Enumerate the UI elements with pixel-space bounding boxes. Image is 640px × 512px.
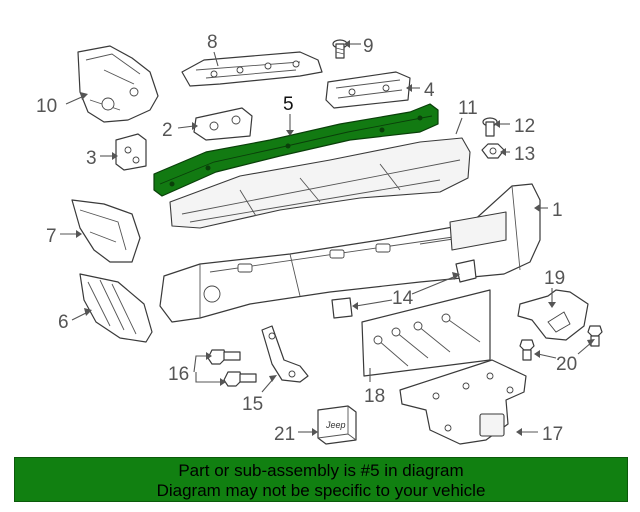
part-21-hitch-plug[interactable]: Jeep: [317, 405, 357, 445]
callout-9: 9: [363, 36, 374, 57]
part-12-bolt[interactable]: [482, 117, 498, 137]
callout-1: 1: [552, 200, 563, 221]
callout-7: 7: [46, 226, 57, 247]
part-6-lower-bracket[interactable]: [79, 273, 153, 343]
notice-line-1: Part or sub-assembly is #5 in diagram: [178, 461, 464, 480]
callout-5: 5: [283, 94, 294, 115]
callout-16: 16: [168, 364, 189, 385]
part-8-upper-bracket[interactable]: [181, 51, 323, 87]
callout-14: 14: [392, 288, 414, 309]
part-9-bolt[interactable]: [332, 39, 348, 59]
part-2-small-bracket[interactable]: [193, 107, 253, 141]
part-1-bumper[interactable]: [159, 183, 541, 323]
callout-3: 3: [86, 148, 97, 169]
part-7-end-bracket[interactable]: [71, 199, 141, 263]
part-16-bolts[interactable]: [207, 349, 257, 387]
callout-13: 13: [514, 144, 535, 165]
callout-10: 10: [36, 96, 57, 117]
callout-12: 12: [514, 116, 535, 137]
part-17-hitch-receiver[interactable]: [399, 359, 527, 445]
part-5-reinforcement-bar[interactable]: [153, 103, 439, 197]
callout-19: 19: [544, 268, 565, 289]
callout-17: 17: [542, 424, 563, 445]
notice-line-2: Diagram may not be specific to your vehi…: [156, 481, 486, 500]
part-11-inner-support[interactable]: [169, 137, 471, 229]
callout-numbers: 10 8 9 4 2 3 5 11 12 13 1 7 6 14 19 20 1…: [36, 32, 577, 445]
callout-21: 21: [274, 424, 295, 445]
callout-8: 8: [207, 32, 218, 53]
jeep-logo-text: Jeep: [325, 420, 346, 430]
callout-2: 2: [162, 120, 173, 141]
part-19-right-bracket[interactable]: [517, 289, 589, 341]
callout-11: 11: [458, 98, 478, 119]
part-20-bolts[interactable]: [519, 325, 603, 361]
part-14-pads[interactable]: [331, 259, 477, 319]
callout-18: 18: [364, 386, 385, 407]
part-18-bolt-kit[interactable]: [361, 289, 491, 377]
part-15-bracket[interactable]: [261, 325, 309, 383]
callout-4: 4: [424, 80, 435, 101]
callout-6: 6: [58, 312, 69, 333]
part-10-end-bracket[interactable]: [77, 45, 159, 123]
part-3-angle-bracket[interactable]: [115, 133, 147, 171]
diagram-notice-banner: Part or sub-assembly is #5 in diagram Di…: [14, 457, 628, 502]
leader-lines: [60, 40, 595, 436]
exploded-parts-diagram: Jeep 10 8 9 4 2 3 5 11 1: [36, 32, 603, 445]
callout-15: 15: [242, 394, 263, 415]
callout-20: 20: [556, 354, 577, 375]
part-4-bracket-plate[interactable]: [325, 71, 411, 109]
part-13-nut[interactable]: [481, 143, 505, 159]
